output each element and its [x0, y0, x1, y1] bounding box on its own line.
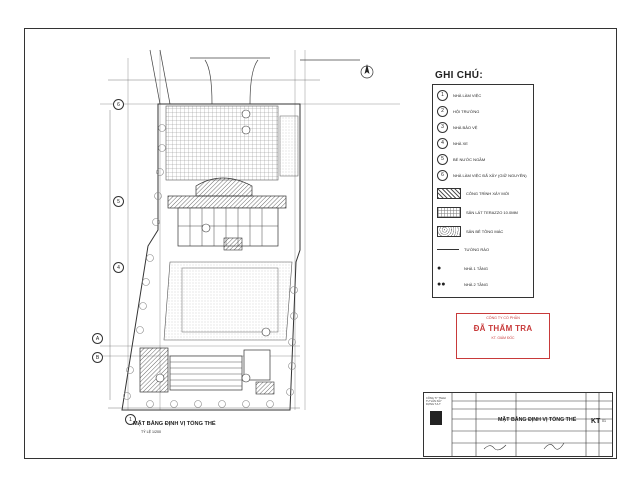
drawing-title: MẶT BẰNG ĐỊNH VỊ TỔNG THỂ [498, 417, 577, 423]
axis-label: 5 [113, 196, 124, 207]
trees [123, 124, 298, 408]
title-block-grid [430, 393, 612, 456]
sheet-number: 01 [602, 419, 606, 423]
grid-lines [100, 50, 400, 410]
legend-swatch-row: ●NHÀ 1 TẦNG [437, 264, 488, 272]
lower-buildings [139, 347, 275, 395]
legend-swatch-row: CÔNG TRÌNH XÂY MỚI [437, 186, 509, 200]
axis-label: 6 [113, 99, 124, 110]
title-block: CÔNG TY TNHH TƯ VẤN XÂY DỰNG T.A.T [423, 392, 613, 457]
legend-swatch-row: ●●NHÀ 2 TẦNG [437, 280, 488, 288]
approval-stamp: CÔNG TY CỔ PHẦN ĐÃ THẨM TRA KT. GIÁM ĐỐC [456, 313, 550, 359]
axis-label: 4 [113, 262, 124, 273]
plan-scale: TỶ LỆ 1/200 [141, 430, 161, 434]
access-road [149, 49, 360, 105]
terrazzo-yard [165, 105, 279, 181]
axis-label: A [92, 333, 103, 344]
main-office-building [167, 177, 287, 251]
site-boundary [121, 103, 301, 411]
company-name: CÔNG TY TNHH TƯ VẤN XÂY DỰNG T.A.T [426, 397, 446, 406]
rear-yard [163, 261, 293, 341]
legend-title: GHI CHÚ: [435, 70, 483, 81]
north-arrow-icon [360, 64, 374, 79]
legend-swatch-row: SÂN LÁT TERAZZO 10.0MM [437, 205, 518, 219]
axis-label: B [92, 352, 103, 363]
plan-caption: MẶT BẰNG ĐỊNH VỊ TỔNG THỂ [133, 421, 216, 427]
legend-swatch-row: TƯỜNG RÀO [437, 242, 489, 256]
legend-swatch-row: SÂN BÊ TÔNG MÁC [437, 224, 503, 238]
drawing-code: KT [591, 418, 601, 425]
axis-label: 1 [125, 414, 136, 425]
